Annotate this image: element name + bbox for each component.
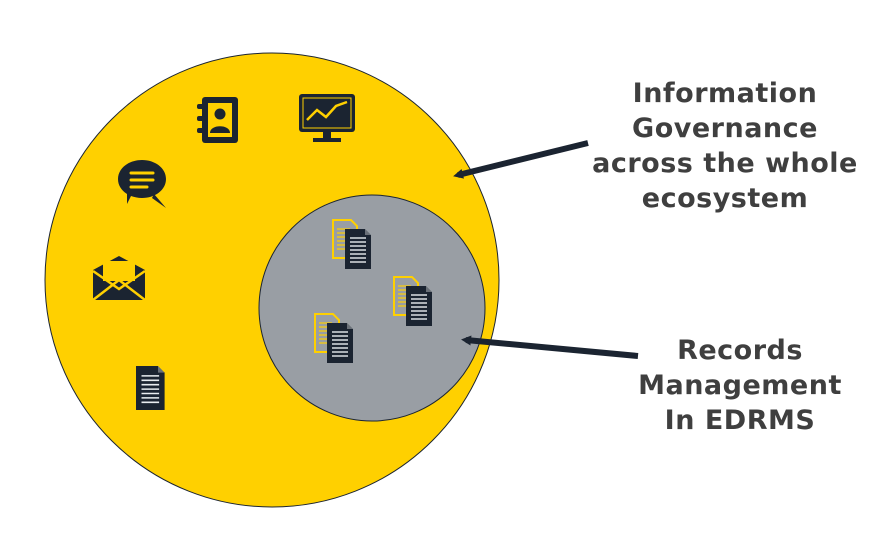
label-line: Information — [632, 78, 818, 109]
information-governance-arrow — [453, 140, 589, 179]
label-line: across the whole — [592, 148, 858, 179]
envelope-icon — [92, 256, 146, 301]
monitor-chart-icon — [299, 94, 355, 142]
records-management-arrow — [461, 335, 639, 359]
label-line: Records — [677, 335, 803, 366]
label-line: In EDRMS — [664, 405, 816, 436]
records-management-label: Records Management In EDRMS — [605, 333, 875, 438]
address-book-icon — [197, 97, 238, 143]
chat-bubble-icon — [118, 160, 166, 208]
records-management-circle — [258, 194, 486, 422]
document-icon — [135, 365, 166, 411]
label-line: ecosystem — [641, 183, 809, 214]
information-governance-label: Information Governance across the whole … — [575, 76, 875, 216]
label-line: Management — [638, 370, 842, 401]
label-line: Governance — [632, 113, 818, 144]
